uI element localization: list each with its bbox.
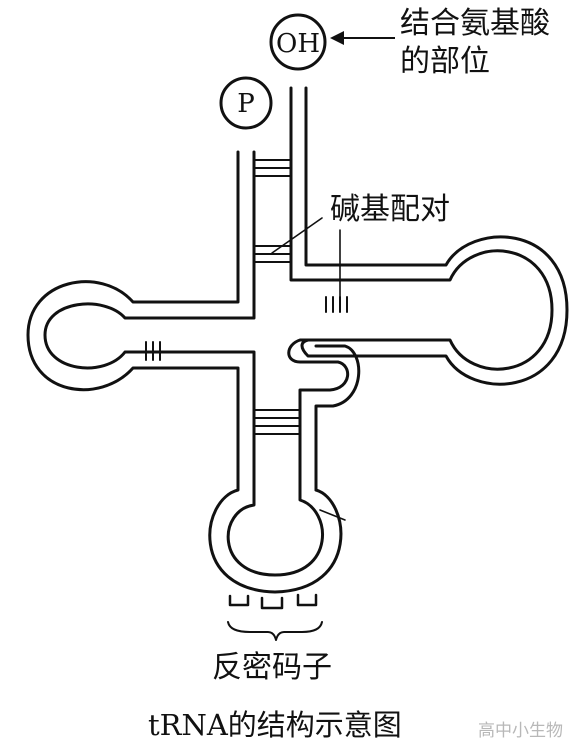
- stem-5prime-inner: [43, 150, 256, 470]
- p-label: P: [237, 89, 255, 119]
- binding-site-label-line2: 的部位: [400, 44, 490, 79]
- stem-3prime-inner: [300, 86, 569, 386]
- anticodon-base-1: [228, 594, 250, 607]
- diagram-title: tRNA的结构示意图: [148, 708, 402, 742]
- binding-site-label-line1: 结合氨基酸: [400, 6, 550, 41]
- base-pairing-label: 碱基配对: [330, 192, 450, 227]
- stem-3prime-inner-b: [314, 344, 361, 492]
- anticodon-loop-outer: [208, 466, 343, 594]
- oh-label: OH: [276, 29, 320, 59]
- watermark: 高中小生物: [478, 721, 563, 741]
- anticodon-base-3: [296, 593, 318, 607]
- anticodon-loop-inner: [226, 466, 324, 577]
- anticodon-base-2: [260, 596, 284, 610]
- acceptor-stem-3prime: [287, 86, 554, 470]
- binding-site-arrow: [330, 31, 395, 45]
- pointer-line-acceptor: [271, 217, 323, 254]
- anticodon-brace: [227, 621, 323, 641]
- acceptor-stem-5prime: [26, 150, 240, 470]
- anticodon-label: 反密码子: [212, 650, 332, 685]
- pointer-line-loop: [319, 509, 346, 521]
- p-circle: [219, 76, 273, 130]
- oh-circle: [269, 13, 327, 71]
